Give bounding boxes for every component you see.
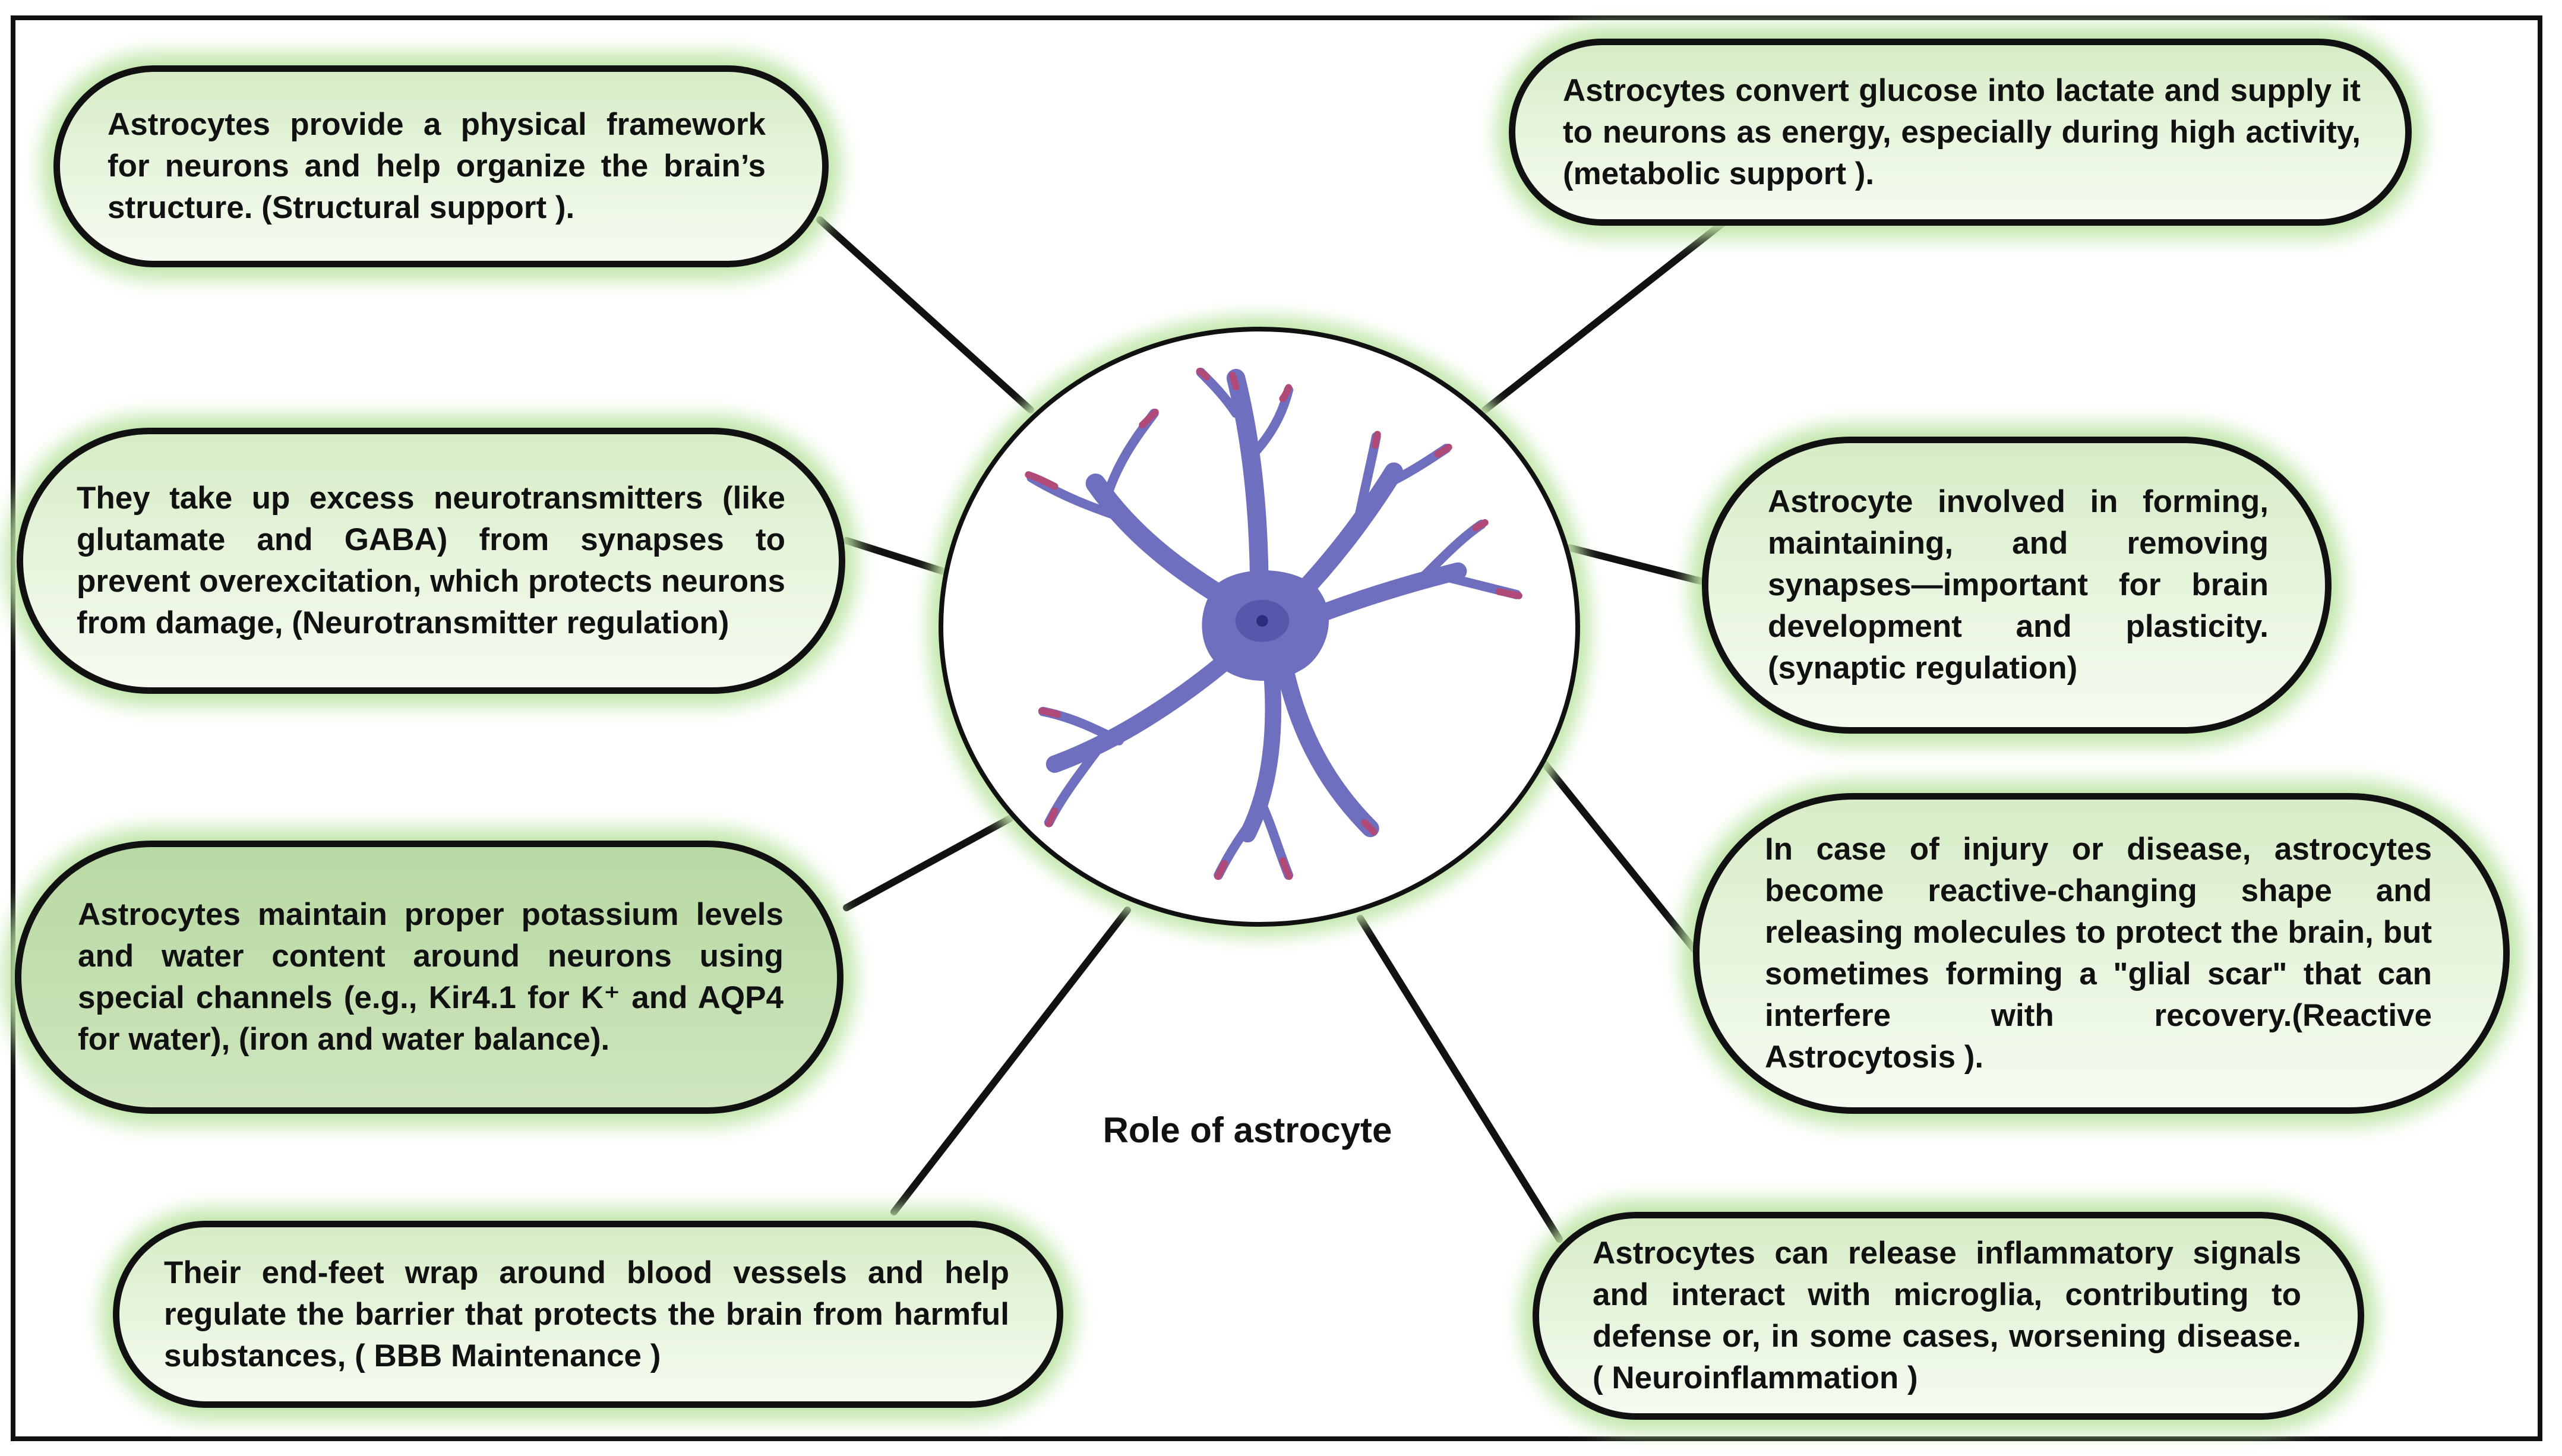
bubble-text: Astrocytes provide a physical framework … — [108, 107, 766, 225]
diagram-frame — [11, 15, 2542, 1441]
bubble-text: Astrocytes maintain proper potassium lev… — [78, 897, 784, 1057]
connector-synaptic — [1566, 544, 1708, 586]
bubble-structural-support: Astrocytes provide a physical framework … — [53, 65, 829, 267]
bubble-ion-water-balance: Astrocytes maintain proper potassium lev… — [15, 841, 844, 1114]
bubble-metabolic-support: Astrocytes convert glucose into lactate … — [1509, 39, 2412, 226]
bubble-text: In case of injury or disease, astrocytes… — [1765, 832, 2432, 1075]
diagram-caption: Role of astrocyte — [1102, 1110, 1392, 1150]
bubble-text: Their end-feet wrap around blood vessels… — [164, 1255, 1009, 1373]
bubble-text: Astrocytes can release inflammatory sign… — [1593, 1236, 2301, 1395]
nucleolus — [1256, 615, 1268, 627]
bubble-neuroinflammation: Astrocytes can release inflammatory sign… — [1533, 1212, 2364, 1420]
bubble-text: Astrocyte involved in forming, maintaini… — [1768, 484, 2269, 686]
bubble-text: Astrocytes convert glucose into lactate … — [1563, 72, 2361, 191]
connector-reactive — [1541, 760, 1698, 953]
bubble-text: They take up excess neurotransmitters (l… — [77, 481, 785, 640]
connector-neurotransmitter — [843, 537, 953, 577]
connector-structural — [816, 216, 1034, 413]
bubble-synaptic-regulation: Astrocyte involved in forming, maintaini… — [1702, 437, 2332, 734]
connector-bbb — [890, 907, 1131, 1215]
center-circle — [939, 327, 1580, 927]
bubble-neurotransmitter-regulation: They take up excess neurotransmitters (l… — [17, 428, 845, 694]
bubble-reactive-astrocytosis: In case of injury or disease, astrocytes… — [1693, 793, 2510, 1114]
astrocyte-cell-icon — [1025, 368, 1522, 880]
connector-ion-water — [843, 815, 1013, 911]
bubble-bbb-maintenance: Their end-feet wrap around blood vessels… — [113, 1221, 1063, 1408]
connector-metabolic — [1481, 217, 1729, 413]
connector-neuroinflammation — [1357, 915, 1563, 1243]
